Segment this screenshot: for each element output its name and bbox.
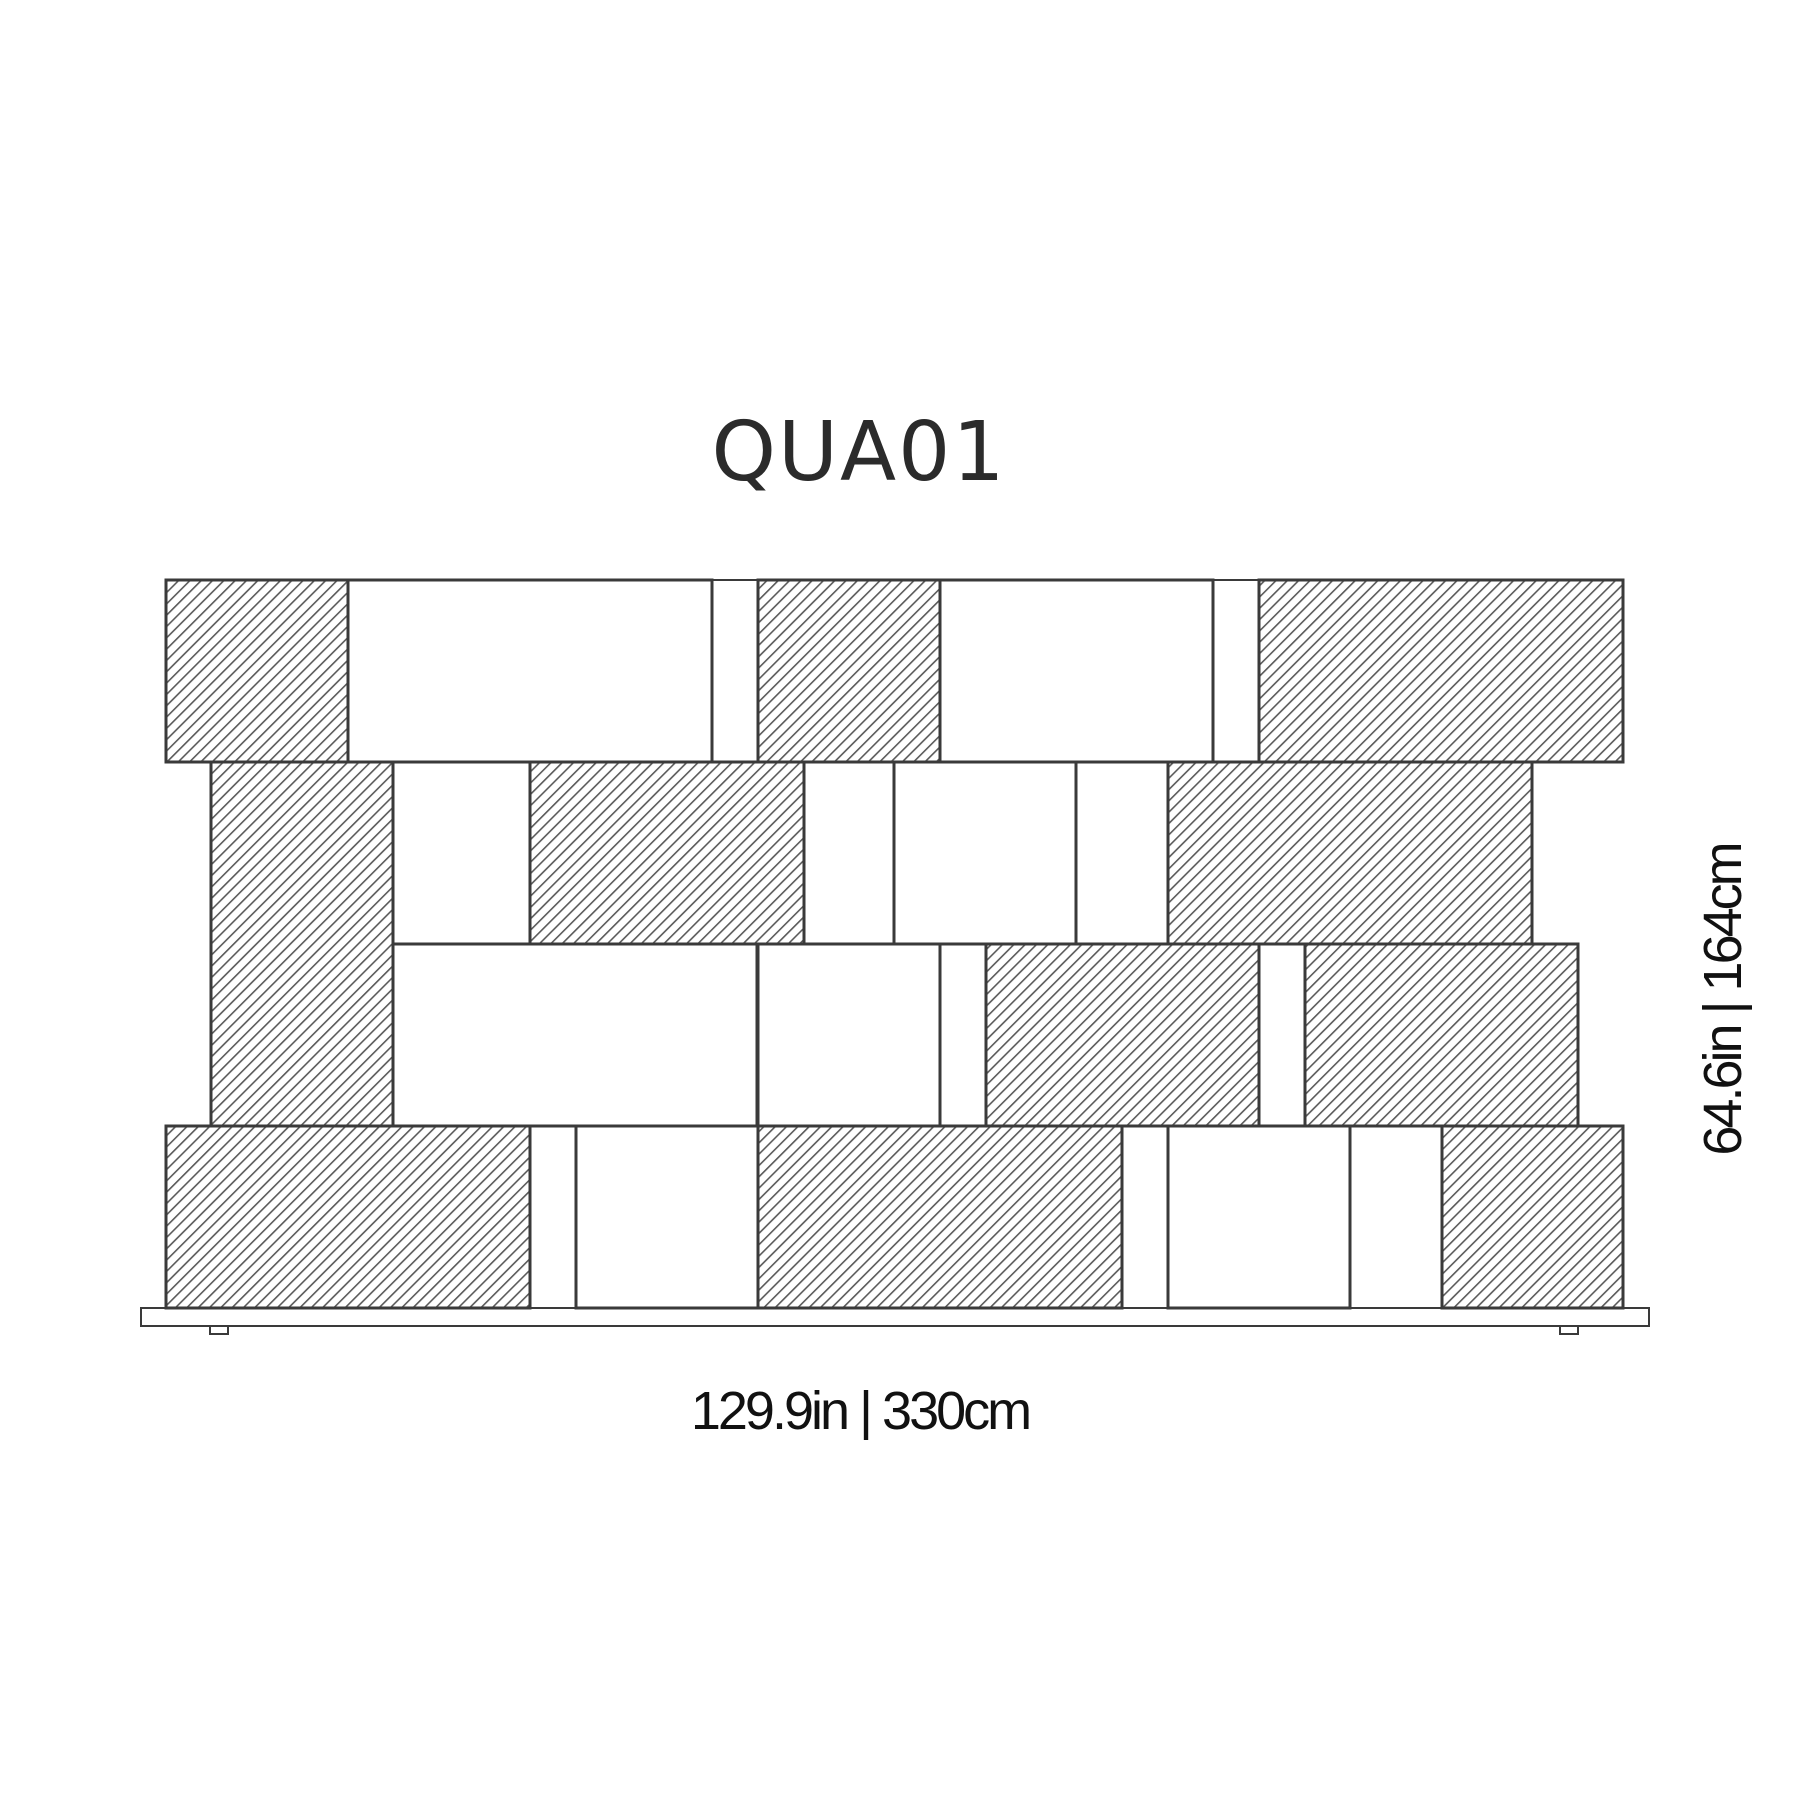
divider <box>1258 943 1306 1127</box>
hatched-panel <box>984 942 1261 1128</box>
hatched-panel <box>164 1124 532 1310</box>
left-foot <box>209 1325 229 1335</box>
hatched-panel <box>1303 942 1580 1128</box>
row-1 <box>164 578 1625 764</box>
hatched-tall-panel <box>209 760 395 1128</box>
divider <box>711 579 759 763</box>
open-compartment <box>574 1124 760 1310</box>
open-compartment <box>756 942 942 1128</box>
base-plinth <box>140 1307 1650 1327</box>
divider <box>1349 1125 1443 1309</box>
open-compartment <box>391 942 759 1128</box>
divider <box>803 761 895 945</box>
hatched-panel <box>528 760 806 946</box>
divider <box>1121 1125 1169 1309</box>
open-compartment <box>938 578 1215 764</box>
row-4 <box>164 1124 1625 1310</box>
hatched-panel <box>1257 578 1625 764</box>
hatched-panel <box>1440 1124 1625 1310</box>
right-foot <box>1559 1325 1579 1335</box>
height-dimension-label: 64.6in | 164cm <box>1693 844 1753 1156</box>
hatched-panel <box>1166 760 1534 946</box>
divider <box>1212 579 1260 763</box>
open-compartment <box>1166 1124 1352 1310</box>
width-dimension-label: 129.9in | 330cm <box>690 1381 1032 1441</box>
vertical-dividers <box>529 579 1443 1309</box>
open-compartment <box>391 760 532 946</box>
divider <box>529 1125 577 1309</box>
hatched-panel <box>164 578 350 764</box>
divider <box>939 943 987 1127</box>
row-2 <box>391 760 1534 946</box>
hatched-panel <box>756 578 942 764</box>
row-3 <box>391 942 1580 1128</box>
open-compartment <box>346 578 714 764</box>
model-title: QUA01 <box>711 405 1007 500</box>
hatched-panel <box>756 1124 1124 1310</box>
divider <box>1075 761 1169 945</box>
open-compartment <box>892 760 1078 946</box>
